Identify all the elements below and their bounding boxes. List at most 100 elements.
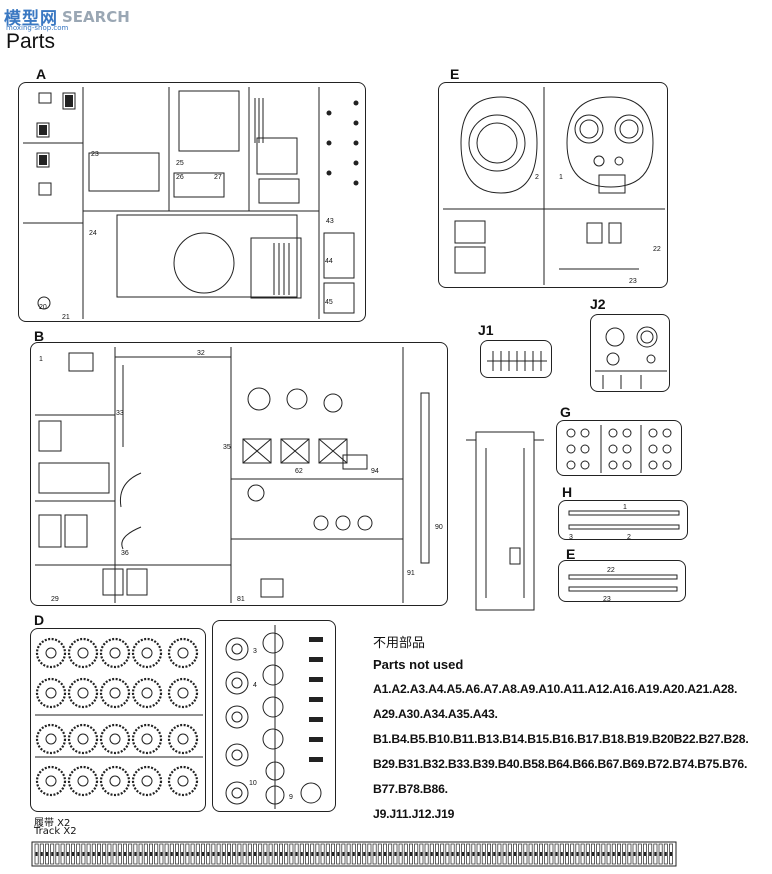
road-wheel	[67, 765, 99, 797]
track-link-guide	[66, 852, 69, 856]
sprue-d-sprockets-drawing: 3 4 9 10	[225, 625, 323, 809]
parts-not-used-line: A1.A2.A3.A4.A5.A6.A7.A8.A9.A10.A11.A12.A…	[373, 682, 738, 696]
track-link-guide	[103, 852, 106, 856]
part-num-a44: 44	[325, 258, 333, 265]
part-num-b91: 91	[407, 570, 415, 577]
track-link-guide	[254, 852, 256, 856]
track-link-guide	[436, 852, 438, 856]
track-link-guide	[358, 852, 360, 856]
track-link-guide	[321, 852, 324, 856]
road-wheel-hub	[141, 687, 153, 699]
track-link-guide	[597, 852, 600, 856]
track-link-guide	[347, 852, 350, 856]
road-wheel-hub	[45, 687, 57, 699]
track-link-guide	[378, 852, 381, 856]
road-wheel-hub	[77, 687, 89, 699]
track-link-guide	[342, 852, 345, 856]
part-num-h2: 2	[627, 534, 631, 541]
track-link-guide	[92, 852, 95, 856]
part-num-e22: 22	[653, 246, 661, 253]
track-link-guide	[592, 852, 594, 856]
track-link-guide	[98, 852, 100, 856]
road-wheel-hub	[141, 647, 153, 659]
track-link-guide	[540, 852, 542, 856]
track-link-guide	[186, 852, 189, 856]
track-link-guide	[508, 852, 511, 856]
track-link-guide	[165, 852, 168, 856]
parts-not-used-line: B77.B78.B86.	[373, 782, 448, 796]
track-link-guide	[659, 852, 662, 856]
track-link-guide	[51, 852, 54, 856]
road-wheel	[35, 637, 67, 669]
part-num-e1: 1	[559, 174, 563, 181]
track-link-guide	[222, 852, 225, 856]
sprue-j1	[480, 340, 552, 378]
part-num-b35: 35	[223, 444, 231, 451]
track-link-guide	[368, 852, 371, 856]
sprue-label-j1: J1	[478, 322, 494, 338]
road-wheel-hub	[177, 733, 189, 745]
track-link-guide	[482, 852, 485, 856]
part-num-b29: 29	[51, 596, 59, 603]
track-link-guide	[326, 852, 329, 856]
sprue-a: 24 23 25 26 27 43 44 45 20 21	[18, 82, 366, 322]
part-num-a26: 26	[176, 174, 184, 181]
track-link-guide	[202, 852, 204, 856]
sprue-b-drawing: 1 32 33 35 62 94 36 29 81 90 91	[35, 347, 443, 603]
track-link-guide	[524, 852, 527, 856]
track-link-guide	[420, 852, 423, 856]
road-wheel	[99, 637, 131, 669]
sprue-g	[556, 420, 682, 476]
track-link-guide	[217, 852, 220, 856]
track-link-guide	[586, 852, 589, 856]
part-num-e2-23: 23	[603, 596, 611, 603]
track-link-guide	[394, 852, 397, 856]
part-num-b33: 33	[116, 410, 124, 417]
road-wheel-hub	[109, 687, 121, 699]
track-link-guide	[300, 852, 303, 856]
sprue-j1-drawing	[487, 351, 547, 371]
road-wheel	[99, 765, 131, 797]
track-link-guide	[462, 852, 464, 856]
parts-not-used-block: 不用部品 Parts not used A1.A2.A3.A4.A5.A6.A7…	[373, 632, 763, 832]
parts-not-used-line: B1.B4.B5.B10.B11.B13.B14.B15.B16.B17.B18…	[373, 732, 749, 746]
road-wheel-hub	[45, 733, 57, 745]
hull-part-drawing	[466, 431, 544, 611]
track-link-guide	[113, 852, 116, 856]
track-link-guide	[363, 852, 366, 856]
road-wheel-hub	[77, 775, 89, 787]
track-link-guide	[269, 852, 272, 856]
track-link-guide	[124, 852, 126, 856]
track-link-guide	[295, 852, 298, 856]
track-link-guide	[56, 852, 59, 856]
track-link-guide	[545, 852, 548, 856]
road-wheel-hub	[109, 733, 121, 745]
sprue-b: 1 32 33 35 62 94 36 29 81 90 91	[30, 342, 448, 606]
road-wheel	[67, 677, 99, 709]
track-link-guide	[602, 852, 605, 856]
track-link-guide	[384, 852, 386, 856]
track-link-guide	[467, 852, 470, 856]
sprue-d-wheels-drawing	[35, 637, 203, 797]
track-link-guide	[472, 852, 475, 856]
track-link-guide	[571, 852, 574, 856]
road-wheel	[35, 765, 67, 797]
track-outline	[31, 841, 677, 867]
track-link-guide	[389, 852, 392, 856]
track-link-guide	[649, 852, 652, 856]
track-link-guide	[155, 852, 158, 856]
road-wheel	[35, 677, 67, 709]
sprue-a-drawing: 24 23 25 26 27 43 44 45 20 21	[23, 87, 359, 321]
road-wheel	[167, 723, 199, 755]
track-link-guide	[555, 852, 558, 856]
track-link-guide	[633, 852, 636, 856]
sprue-e2-drawing: 22 23	[568, 567, 678, 603]
road-wheel	[167, 677, 199, 709]
track-link-guide	[644, 852, 646, 856]
track-link-guide	[191, 852, 194, 856]
track-link-guide	[332, 852, 334, 856]
track-link-guide	[628, 852, 631, 856]
parts-not-used-line: B29.B31.B32.B33.B39.B40.B58.B64.B66.B67.…	[373, 757, 748, 771]
part-num-a21: 21	[62, 314, 70, 321]
track-link-guide	[72, 852, 74, 856]
